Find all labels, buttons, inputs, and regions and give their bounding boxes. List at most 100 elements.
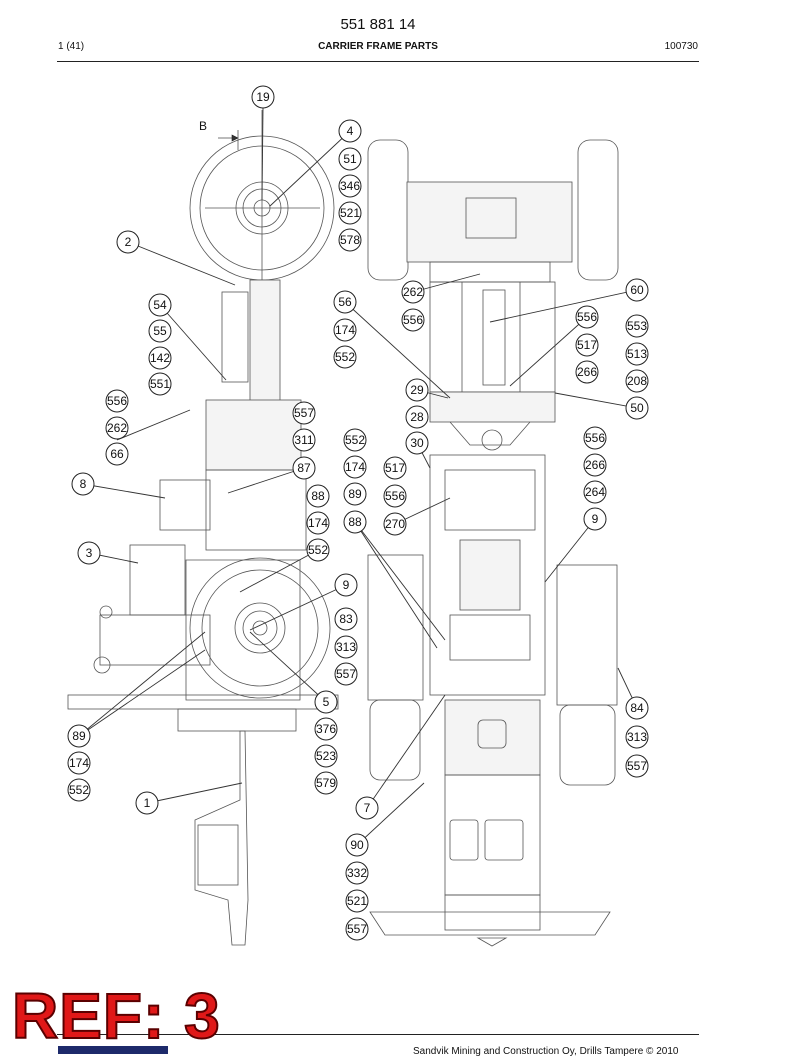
svg-text:556: 556 xyxy=(107,394,127,408)
callout-83: 83 xyxy=(334,607,358,631)
svg-text:552: 552 xyxy=(335,350,355,364)
callout-2: 2 xyxy=(116,230,140,254)
side-view: B xyxy=(67,110,339,946)
svg-text:88: 88 xyxy=(348,515,362,529)
callout-517: 517 xyxy=(383,456,407,480)
callout-174: 174 xyxy=(333,318,357,342)
brand-logo-strip xyxy=(58,1046,168,1054)
svg-text:83: 83 xyxy=(339,612,353,626)
callout-89: 89 xyxy=(67,724,91,748)
svg-text:557: 557 xyxy=(627,759,647,773)
callout-208: 208 xyxy=(625,369,649,393)
svg-text:174: 174 xyxy=(308,516,328,530)
callout-54: 54 xyxy=(148,293,172,317)
header-rule xyxy=(57,61,699,62)
footer-rule xyxy=(57,1034,699,1035)
svg-text:376: 376 xyxy=(316,722,336,736)
callout-3: 3 xyxy=(77,541,101,565)
svg-text:19: 19 xyxy=(256,90,270,104)
page-info: 1 (41) xyxy=(58,41,85,52)
svg-text:552: 552 xyxy=(69,783,89,797)
callout-1: 1 xyxy=(135,791,159,815)
callout-557: 557 xyxy=(334,662,358,686)
svg-text:517: 517 xyxy=(577,338,597,352)
svg-text:89: 89 xyxy=(72,729,86,743)
svg-text:313: 313 xyxy=(627,730,647,744)
callout-4: 4 xyxy=(338,119,362,143)
callout-262: 262 xyxy=(401,280,425,304)
svg-text:266: 266 xyxy=(585,458,605,472)
svg-text:30: 30 xyxy=(410,436,424,450)
svg-text:174: 174 xyxy=(335,323,355,337)
callout-88: 88 xyxy=(306,484,330,508)
svg-text:579: 579 xyxy=(316,776,336,790)
svg-text:513: 513 xyxy=(627,347,647,361)
svg-text:8: 8 xyxy=(80,477,87,491)
callout-521: 521 xyxy=(338,201,362,225)
svg-text:556: 556 xyxy=(385,489,405,503)
callout-346: 346 xyxy=(338,174,362,198)
svg-text:332: 332 xyxy=(347,866,367,880)
callout-7: 7 xyxy=(355,796,379,820)
svg-text:311: 311 xyxy=(294,433,313,447)
svg-text:313: 313 xyxy=(336,640,356,654)
callout-266: 266 xyxy=(583,453,607,477)
svg-text:51: 51 xyxy=(343,152,357,166)
callout-84: 84 xyxy=(625,696,649,720)
callout-28: 28 xyxy=(405,405,429,429)
ref-stamp: REF: 3 xyxy=(11,980,221,1052)
svg-text:517: 517 xyxy=(385,461,405,475)
callout-60: 60 xyxy=(625,278,649,302)
svg-text:3: 3 xyxy=(86,546,93,560)
callout-262: 262 xyxy=(105,416,129,440)
callout-552: 552 xyxy=(67,778,91,802)
svg-text:29: 29 xyxy=(410,383,424,397)
callout-174: 174 xyxy=(306,511,330,535)
callout-556: 556 xyxy=(105,389,129,413)
top-view xyxy=(367,139,619,947)
svg-text:50: 50 xyxy=(630,401,644,415)
callout-517: 517 xyxy=(575,333,599,357)
callout-578: 578 xyxy=(338,228,362,252)
svg-text:551: 551 xyxy=(150,377,170,391)
svg-text:60: 60 xyxy=(630,283,644,297)
svg-text:88: 88 xyxy=(311,489,325,503)
callout-87: 87 xyxy=(292,456,316,480)
callout-270: 270 xyxy=(383,512,407,536)
callout-9: 9 xyxy=(583,507,607,531)
svg-text:270: 270 xyxy=(385,517,405,531)
svg-text:523: 523 xyxy=(316,749,336,763)
callout-332: 332 xyxy=(345,861,369,885)
document-number: 551 881 14 xyxy=(340,16,416,33)
svg-text:557: 557 xyxy=(336,667,356,681)
callout-51: 51 xyxy=(338,147,362,171)
leader-lines xyxy=(78,107,638,846)
callout-313: 313 xyxy=(334,635,358,659)
svg-text:266: 266 xyxy=(577,365,597,379)
svg-text:89: 89 xyxy=(348,487,362,501)
callout-311: 311 xyxy=(292,428,316,452)
callout-513: 513 xyxy=(625,342,649,366)
svg-text:54: 54 xyxy=(153,298,167,312)
svg-text:66: 66 xyxy=(110,447,124,461)
callout-142: 142 xyxy=(148,346,172,370)
svg-text:521: 521 xyxy=(340,206,360,220)
svg-text:28: 28 xyxy=(410,410,424,424)
callout-556: 556 xyxy=(383,484,407,508)
callout-55: 55 xyxy=(148,319,172,343)
svg-text:84: 84 xyxy=(630,701,644,715)
svg-text:208: 208 xyxy=(627,374,647,388)
callout-30: 30 xyxy=(405,431,429,455)
date-code: 100730 xyxy=(664,41,698,52)
svg-text:90: 90 xyxy=(350,838,364,852)
callout-579: 579 xyxy=(314,771,338,795)
svg-text:553: 553 xyxy=(627,319,647,333)
callout-552: 552 xyxy=(306,538,330,562)
svg-text:264: 264 xyxy=(585,485,605,499)
svg-text:1: 1 xyxy=(144,796,151,810)
callout-552: 552 xyxy=(333,345,357,369)
svg-text:56: 56 xyxy=(338,295,352,309)
callout-174: 174 xyxy=(67,751,91,775)
callout-19: 19 xyxy=(251,85,275,109)
